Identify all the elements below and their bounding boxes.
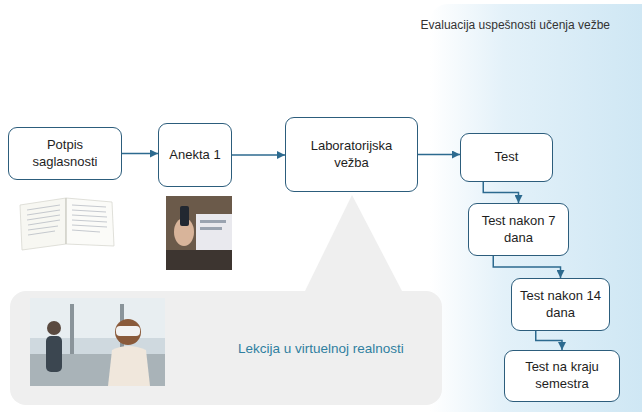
vr-headset: [116, 326, 140, 336]
page: [20, 198, 66, 250]
connector-arrow: [122, 153, 158, 155]
phone: [180, 206, 189, 226]
test-box: Test nakon 14 dana: [511, 278, 610, 331]
process-box: Potpis saglasnosti: [8, 127, 122, 180]
person-hair: [115, 319, 141, 345]
box-label: Test nakon 14 dana: [519, 288, 602, 322]
process-box: Laboratorijska vežba: [285, 117, 418, 192]
person-body: [108, 346, 150, 386]
connector-arrow: [418, 154, 460, 156]
screen-line: [200, 220, 226, 223]
text-lines: [27, 205, 107, 235]
photo-ground: [166, 196, 232, 270]
box-label: Test nakon 7 dana: [476, 213, 561, 247]
test-box: Test na kraju semestra: [504, 350, 620, 402]
box-label: Anekta 1: [169, 147, 220, 164]
connector-arrow: [483, 182, 518, 203]
callout-pointer: [305, 195, 402, 291]
spine: [66, 198, 67, 244]
box-label: Test na kraju semestra: [512, 359, 612, 393]
connector-arrow: [493, 256, 560, 278]
desk: [166, 250, 232, 270]
connector-arrow: [232, 154, 285, 156]
photo-phone: [166, 196, 232, 270]
callout-label: Lekcija u virtuelnoj realnosti: [238, 341, 404, 356]
window-frame: [70, 304, 74, 354]
vr-photo: [30, 298, 165, 386]
box-label: Potpis saglasnosti: [16, 137, 114, 171]
connector-arrow: [536, 331, 562, 350]
window-light: [30, 298, 165, 338]
page: [66, 198, 114, 246]
document-image: [20, 198, 114, 250]
person-body: [46, 336, 62, 372]
person-head: [47, 321, 61, 335]
evaluation-region: Evaluacija uspešnosti učenja vežbeTestTe…: [430, 4, 642, 412]
test-box: Test nakon 7 dana: [468, 203, 569, 256]
laptop-screen: [196, 214, 232, 254]
box-label: Laboratorijska vežba: [293, 138, 410, 172]
process-box: Anekta 1: [158, 123, 232, 187]
box-label: Test: [495, 149, 519, 166]
test-box: Test: [460, 133, 553, 182]
region-heading: Evaluacija uspešnosti učenja vežbe: [421, 18, 610, 32]
photo-ground: [30, 298, 165, 386]
screen-line: [200, 227, 222, 230]
